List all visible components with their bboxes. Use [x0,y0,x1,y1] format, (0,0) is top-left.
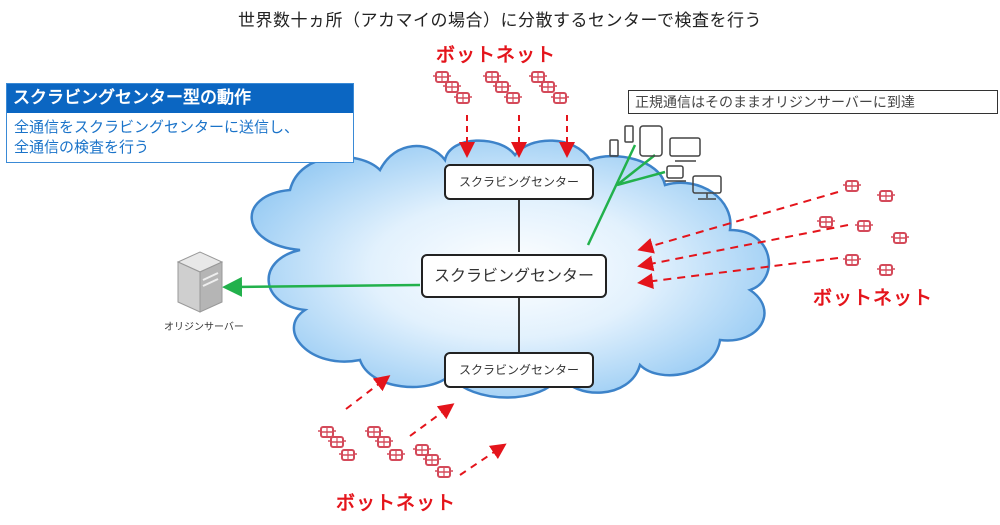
attack-arrows-right [637,191,849,289]
botnet-bottom [317,426,454,478]
legit-incoming [586,144,637,246]
attack-arrows-bottom [345,375,507,476]
tablet-icon [639,125,663,157]
smartphone-icon [624,125,634,143]
legit-to-origin [222,276,421,297]
scrubbing-center-middle: スクラビングセンター [421,254,607,298]
client-devices [609,125,722,200]
laptop-icon [665,165,686,182]
scrubbing-center-bottom: スクラビングセンター [444,352,594,388]
origin-server-label: オリジンサーバー [164,322,244,333]
attack-arrows-top [459,115,575,158]
botnet-top [432,71,570,104]
botnet-label-right: ボットネット [813,287,934,309]
legit-incoming-3 [616,170,666,187]
info-box: スクラビングセンター型の動作 全通信をスクラビングセンターに送信し、 全通信の検… [6,83,354,163]
info-box-line: 全通信をスクラビングセンターに送信し、 [14,118,300,136]
scrubbing-center-top: スクラビングセンター [444,164,594,200]
info-box-line: 全通信の検査を行う [14,138,150,156]
botnet-label-top: ボットネット [436,44,557,66]
monitor-icon [692,175,722,200]
legit-incoming-2 [616,154,656,186]
server-icon [176,251,224,313]
smartphone-icon [609,139,619,157]
monitor-icon [669,137,701,162]
botnet-label-bottom: ボットネット [336,492,457,514]
legit-traffic-note: 正規通信はそのままオリジンサーバーに到達 [628,90,998,114]
diagram-title: 世界数十ヵ所（アカマイの場合）に分散するセンターで検査を行う [238,11,762,31]
info-box-heading: スクラビングセンター型の動作 [7,84,353,113]
info-box-body: 全通信をスクラビングセンターに送信し、 全通信の検査を行う [7,113,353,161]
